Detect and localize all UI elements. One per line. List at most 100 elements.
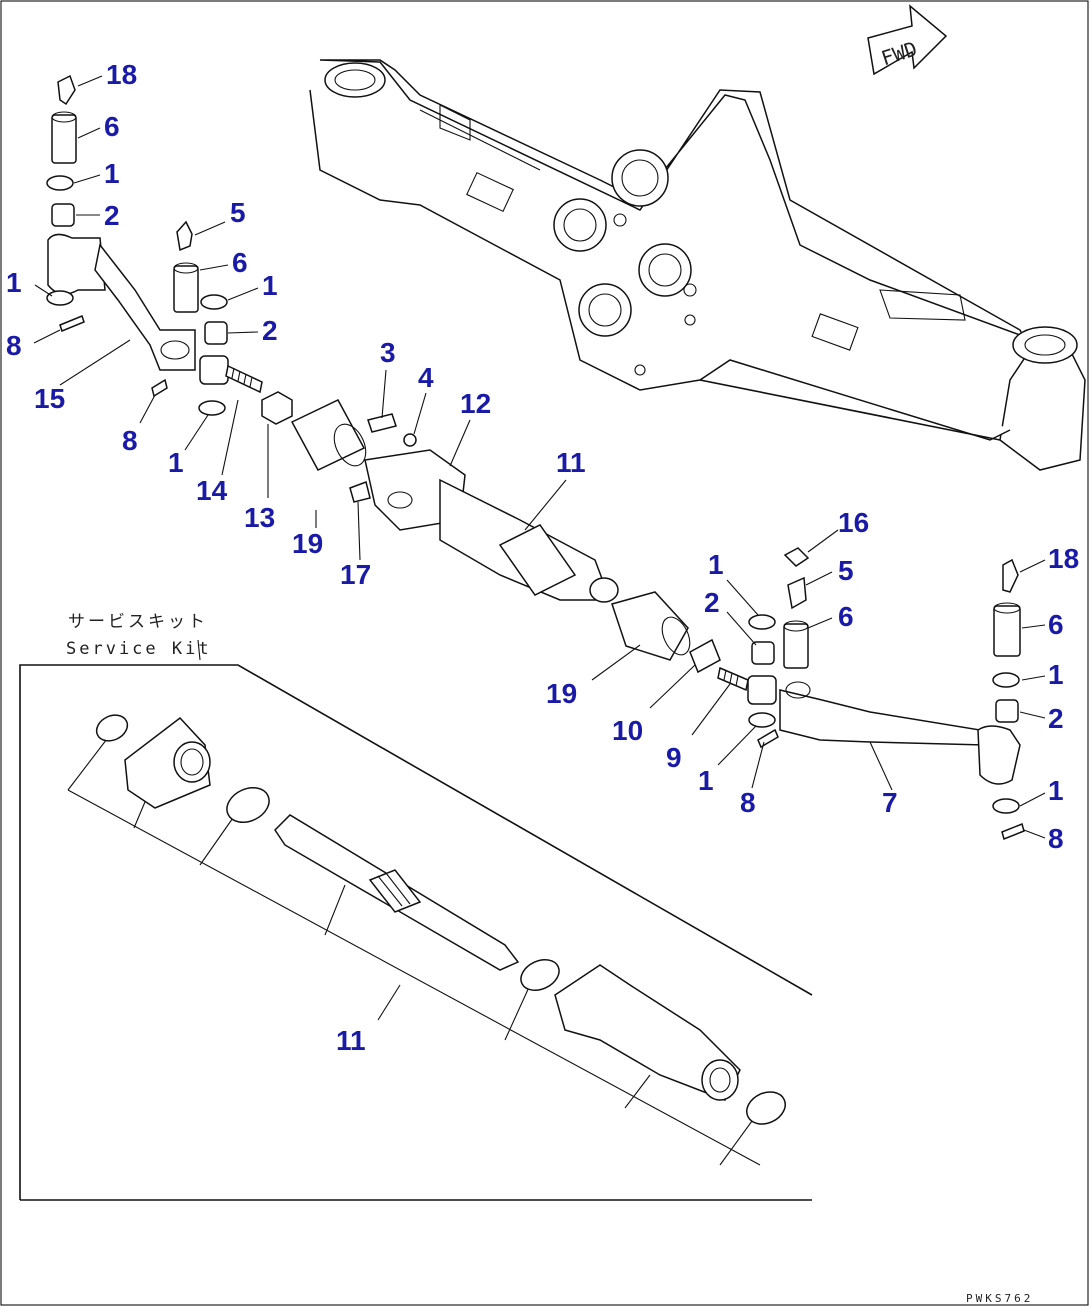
callout-c3: 1: [104, 158, 120, 189]
drawing-code: PWKS762: [966, 1292, 1033, 1305]
callout-c32: 10: [612, 715, 643, 746]
callout-c22: 16: [838, 507, 869, 538]
callout-c34: 1: [698, 765, 714, 796]
kit-tube-end: [701, 1059, 739, 1101]
rod-end-cap: [589, 577, 619, 603]
service-kit-frame: [19, 664, 813, 1200]
washer-1-right: [748, 614, 776, 630]
callout-c25: 1: [708, 549, 724, 580]
callout-c38: 8: [1048, 823, 1064, 854]
washer-1-left: [200, 294, 228, 310]
kit-cylinder-head: [124, 716, 211, 809]
grease-fitting-left: [57, 74, 76, 106]
callout-c14: 14: [196, 475, 228, 506]
callout-c15: 13: [244, 502, 275, 533]
axle-housing: [309, 59, 1086, 471]
steering-arm-left: [94, 243, 196, 371]
washer-1-lower-left: [198, 400, 226, 416]
cylinder-collar: [498, 524, 577, 596]
steering-cylinder-assembly: [290, 399, 721, 674]
callout-c19: 12: [460, 388, 491, 419]
differential-port-3: [638, 243, 692, 297]
callout-c23: 5: [838, 555, 854, 586]
callout-c30: 2: [1048, 703, 1064, 734]
callout-c39: 11: [336, 1025, 366, 1056]
threaded-rod-left: [225, 364, 263, 394]
left-steering-arm-assembly: [46, 74, 293, 425]
callout-c9: 6: [232, 247, 248, 278]
cotter-pin-8-right: [1001, 822, 1025, 841]
cotter-pin-8-left: [151, 378, 168, 398]
callout-c7: 15: [34, 383, 65, 414]
bushing-2-far-right: [995, 699, 1019, 723]
callout-c5: 1: [6, 267, 22, 298]
grease-fitting-18-right: [1002, 558, 1019, 593]
callout-c6: 8: [6, 330, 22, 361]
washer-1-lower-right: [748, 712, 776, 728]
fwd-arrow: FWD: [867, 4, 948, 76]
callout-c33: 9: [666, 742, 682, 773]
callout-c11: 2: [262, 315, 278, 346]
tie-rod-end-left: [199, 355, 229, 385]
washer-left-top: [46, 175, 74, 191]
callout-c24: 6: [838, 601, 854, 632]
callout-c26: 2: [704, 587, 720, 618]
pin-left: [51, 114, 77, 164]
kit-seal-end: [746, 1091, 786, 1125]
kit-wear-ring: [520, 959, 560, 991]
callout-c29: 1: [1048, 659, 1064, 690]
bushing-2-left: [204, 321, 228, 345]
kit-seal-1: [95, 714, 129, 742]
pin-6-right: [783, 623, 809, 669]
boot-19-left: [290, 399, 366, 471]
callout-c28: 6: [1048, 609, 1064, 640]
differential-port-2: [611, 149, 669, 207]
service-kit-parts: [67, 714, 786, 1166]
kit-head-bore: [173, 741, 211, 783]
service-kit-english: Service Kit: [66, 639, 212, 659]
nut-10: [689, 638, 721, 674]
callout-c13: 1: [168, 447, 184, 478]
arm-eye-right: [977, 725, 1021, 785]
grease-fitting-5-left: [176, 220, 193, 252]
service-kit-japanese: サービスキット: [68, 612, 208, 632]
cotter-pin-left: [59, 315, 85, 332]
callout-c10: 1: [262, 270, 278, 301]
bolt-3: [367, 413, 397, 433]
callout-c2: 6: [104, 111, 120, 142]
washer-1-far-right-low: [992, 798, 1020, 814]
callout-c27: 18: [1048, 543, 1079, 574]
pin-6-left: [173, 265, 199, 313]
boot-19-right: [611, 591, 689, 661]
steering-arm-7: [779, 689, 987, 746]
cotter-pin-8-mid: [757, 728, 779, 749]
cap-16: [783, 547, 810, 567]
callout-c8: 5: [230, 197, 246, 228]
bushing-2-right: [751, 641, 775, 665]
callout-c16: 19: [292, 528, 323, 559]
callout-c20: 17: [340, 559, 371, 590]
differential-port-1: [553, 198, 607, 252]
callout-c36: 7: [882, 787, 898, 818]
callout-c18: 4: [418, 362, 434, 393]
nut-13: [261, 391, 293, 425]
washer-left-bottom: [46, 290, 74, 306]
washer-4: [403, 433, 417, 447]
callout-c21: 11: [556, 447, 586, 478]
threaded-rod-right: [717, 666, 749, 692]
pin-6-far-right: [993, 605, 1021, 657]
callout-c1: 18: [106, 59, 137, 90]
callout-c17: 3: [380, 337, 396, 368]
right-steering-arm-assembly: [717, 547, 1025, 841]
callout-c4: 2: [104, 200, 120, 231]
tie-rod-end-right: [747, 675, 777, 705]
bushing-left: [51, 203, 75, 227]
leader-lines: [33, 75, 1046, 839]
callout-labels: 18 6 1 2 1 8 15 5 6 1 2 8 1 14 13 19 3 4…: [6, 59, 1079, 1056]
callout-c37: 1: [1048, 775, 1064, 806]
callout-c12: 8: [122, 425, 138, 456]
grease-fitting-5-right: [787, 576, 807, 610]
